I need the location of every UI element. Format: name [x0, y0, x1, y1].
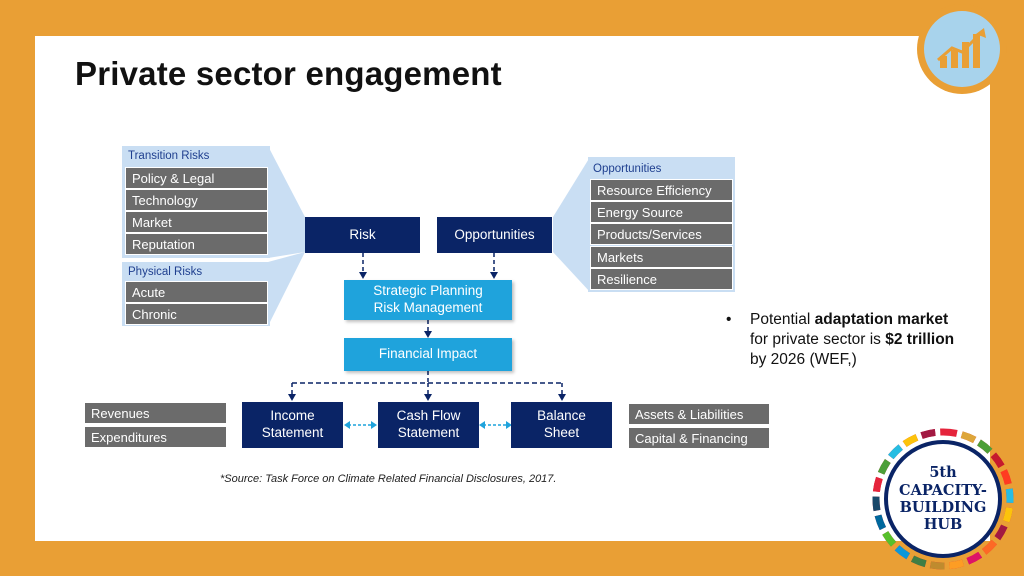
bullet-text-part3: by 2026 (WEF,)	[750, 351, 857, 369]
balance-sheet-line2: Sheet	[543, 425, 580, 440]
bullet-text-part2: for private sector is	[750, 331, 886, 349]
income-statement-line2: Statement	[261, 425, 324, 440]
bullet-bold-adaptation: adaptation market	[814, 311, 949, 328]
cash-flow-statement-box: Cash Flow Statement	[378, 402, 479, 448]
cash-flow-line2: Statement	[397, 425, 460, 440]
capacity-building-hub-logo: 5th CAPACITY- BUILDING HUB	[870, 428, 1020, 573]
balance-sheet-box: Balance Sheet	[511, 402, 612, 448]
bullet-text: Potential adaptation market for private …	[750, 310, 955, 370]
opportunity-item-markets: Markets	[590, 246, 733, 268]
hub-text: 5th CAPACITY- BUILDING HUB	[884, 440, 1002, 558]
cash-flow-line1: Cash Flow	[396, 408, 461, 424]
source-note: *Source: Task Force on Climate Related F…	[220, 473, 557, 485]
hub-line-1: 5th	[929, 464, 957, 482]
risk-item-acute: Acute	[125, 281, 268, 303]
risk-box: Risk	[305, 217, 420, 253]
risk-item-chronic: Chronic	[125, 303, 268, 325]
item-revenues: Revenues	[84, 402, 227, 424]
hub-line-3: BUILDING	[899, 499, 987, 516]
physical-risks-label: Physical Risks	[128, 266, 203, 278]
bullet-dot: •	[726, 311, 732, 328]
opportunity-item-products-services: Products/Services	[590, 223, 733, 245]
risk-item-technology: Technology	[125, 189, 268, 211]
page-title: Private sector engagement	[75, 55, 502, 92]
transition-risks-label: Transition Risks	[128, 150, 210, 162]
opportunity-item-resilience: Resilience	[590, 268, 733, 290]
bullet-text-part1: Potential	[750, 311, 815, 328]
hub-line-2: CAPACITY-	[899, 481, 987, 499]
opportunities-group-label: Opportunities	[593, 163, 662, 175]
balance-sheet-line1: Balance	[537, 408, 586, 424]
item-capital-financing: Capital & Financing	[628, 427, 770, 449]
strategic-planning-box: Strategic Planning Risk Management	[344, 280, 512, 320]
opportunity-item-resource-efficiency: Resource Efficiency	[590, 179, 733, 201]
hub-line-4: HUB	[923, 516, 963, 534]
income-statement-line1: Income	[270, 408, 315, 424]
bullet-bold-amount: $2 trillion	[885, 331, 955, 349]
item-assets-liabilities: Assets & Liabilities	[628, 403, 770, 425]
risk-item-market: Market	[125, 211, 268, 233]
strategic-planning-line1: Strategic Planning	[373, 283, 483, 299]
opportunities-box: Opportunities	[437, 217, 552, 253]
hub-ring-icon	[872, 428, 1014, 570]
item-expenditures: Expenditures	[84, 426, 227, 448]
financial-impact-box: Financial Impact	[344, 338, 512, 371]
strategic-planning-line2: Risk Management	[373, 300, 483, 315]
income-statement-box: Income Statement	[242, 402, 343, 448]
growth-chart-icon	[917, 4, 1007, 94]
opportunity-item-energy-source: Energy Source	[590, 201, 733, 223]
risk-item-policy-legal: Policy & Legal	[125, 167, 268, 189]
risk-item-reputation: Reputation	[125, 233, 268, 255]
